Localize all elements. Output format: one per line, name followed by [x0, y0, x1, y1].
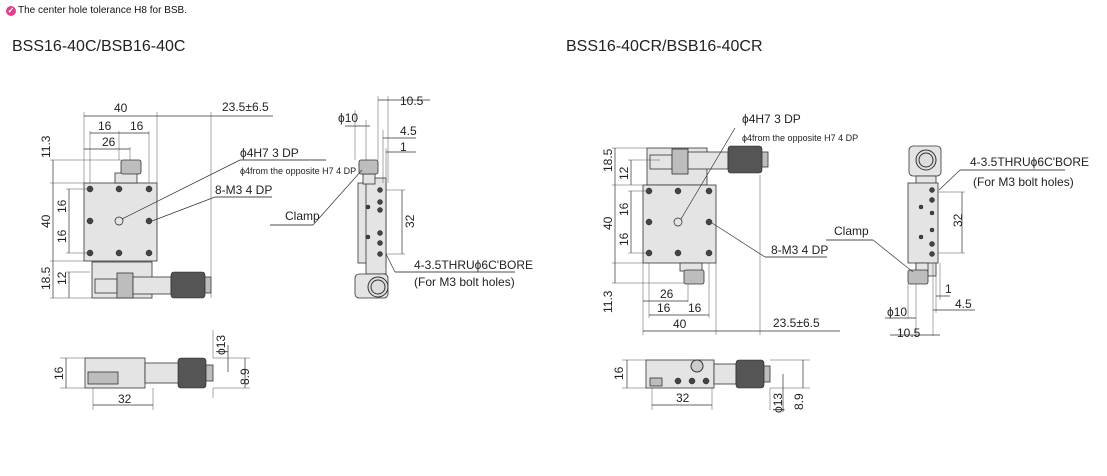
label-tapped-holes: 8-M3 4 DP [771, 243, 828, 257]
dim-4-5: 4.5 [400, 124, 417, 138]
left-front-view: 16 32 ϕ13 8.9 [52, 330, 252, 410]
label-clamp: Clamp [285, 209, 320, 223]
dim-front-16: 16 [612, 366, 626, 380]
dim-phi13: ϕ13 [214, 335, 228, 355]
label-center-hole: ϕ4H7 3 DP [240, 146, 299, 160]
dim-pitch-16b: 16 [130, 119, 144, 133]
dim-travel: 23.5±6.5 [773, 316, 820, 330]
right-clamp-knob-icon [683, 269, 705, 285]
label-tapped-holes: 8-M3 4 DP [215, 183, 272, 197]
left-side-clamp-icon [358, 159, 379, 175]
dim-10-5: 10.5 [400, 94, 424, 108]
dim-pitch-16a: 16 [657, 301, 671, 315]
dim-18-5: 18.5 [39, 266, 53, 290]
dim-v16b: 16 [55, 229, 69, 243]
right-stage-plate [642, 184, 717, 264]
label-counterbore: 4-3.5THRUϕ6C'BORE [970, 155, 1089, 169]
right-side-body [907, 182, 939, 264]
dim-height-40: 40 [601, 216, 615, 230]
left-mounting-holes [86, 185, 153, 257]
left-side-view: ϕ10 10.5 4.5 1 32 Clamp 4-3.5THRUϕ6C'BOR… [270, 94, 533, 299]
label-center-hole: ϕ4H7 3 DP [742, 112, 801, 126]
dim-8-9: 8.9 [792, 393, 806, 410]
dim-11-3: 11.3 [39, 135, 53, 158]
label-counterbore: 4-3.5THRUϕ6C'BORE [414, 258, 533, 272]
left-top-view: 40 23.5±6.5 16 16 26 11.3 40 16 16 18.5 … [39, 100, 356, 299]
dim-18-5: 18.5 [601, 148, 615, 172]
right-top-view: 18.5 12 40 16 16 11.3 26 16 16 40 23.5±6… [601, 112, 858, 335]
dim-26: 26 [660, 287, 674, 301]
left-clamp-base [114, 172, 138, 184]
dim-phi13: ϕ13 [771, 393, 785, 413]
dim-12: 12 [55, 271, 69, 285]
label-clamp: Clamp [834, 224, 869, 238]
dim-32: 32 [951, 213, 965, 227]
dim-front-32: 32 [676, 391, 690, 405]
dim-v16b: 16 [617, 232, 631, 246]
dim-width-40: 40 [114, 101, 128, 115]
dim-front-32: 32 [118, 392, 132, 406]
dim-11-3: 11.3 [601, 290, 615, 313]
dim-v16a: 16 [617, 202, 631, 216]
right-front-view: 16 32 ϕ13 8.9 [612, 359, 810, 413]
dim-height-40: 40 [39, 214, 53, 228]
label-counterbore-sub: (For M3 bolt holes) [414, 275, 515, 289]
dim-10-5: 10.5 [897, 326, 921, 340]
left-clamp-knob-icon [120, 159, 142, 175]
left-micrometer [94, 271, 212, 299]
right-mounting-holes [645, 187, 713, 257]
tolerance-info-icon: ✓ [6, 5, 16, 16]
dim-travel: 23.5±6.5 [222, 100, 269, 114]
dim-4-5: 4.5 [955, 297, 972, 311]
left-model-title: BSS16-40C/BSB16-40C [12, 38, 186, 55]
dim-1: 1 [945, 282, 952, 296]
label-center-hole-sub: ϕ4from the opposite H7 4 DP [742, 133, 858, 143]
right-side-clamp-icon [907, 269, 929, 285]
dim-v16a: 16 [55, 199, 69, 213]
dim-pitch-16a: 16 [98, 119, 112, 133]
dim-1: 1 [400, 140, 407, 154]
label-counterbore-sub: (For M3 bolt holes) [973, 175, 1074, 189]
dim-pitch-16b: 16 [688, 301, 702, 315]
dim-width-40: 40 [673, 317, 687, 331]
right-model-title: BSS16-40CR/BSB16-40CR [566, 38, 763, 55]
dim-26: 26 [102, 135, 116, 149]
dim-8-9: 8.9 [238, 368, 252, 385]
dim-phi10: ϕ10 [887, 305, 907, 319]
right-micrometer [649, 145, 769, 175]
right-side-view: 32 1 4.5 ϕ10 10.5 Clamp 4-3.5THRUϕ6C'BOR… [826, 145, 1089, 340]
label-center-hole-sub: ϕ4from the opposite H7 4 DP [240, 166, 356, 176]
dim-32: 32 [403, 214, 417, 228]
dim-12: 12 [617, 166, 631, 180]
tolerance-note: ✓ The center hole tolerance H8 for BSB. [6, 5, 187, 16]
dim-front-16: 16 [52, 366, 66, 380]
tolerance-note-text: The center hole tolerance H8 for BSB. [18, 5, 187, 16]
dim-phi10: ϕ10 [338, 111, 358, 125]
